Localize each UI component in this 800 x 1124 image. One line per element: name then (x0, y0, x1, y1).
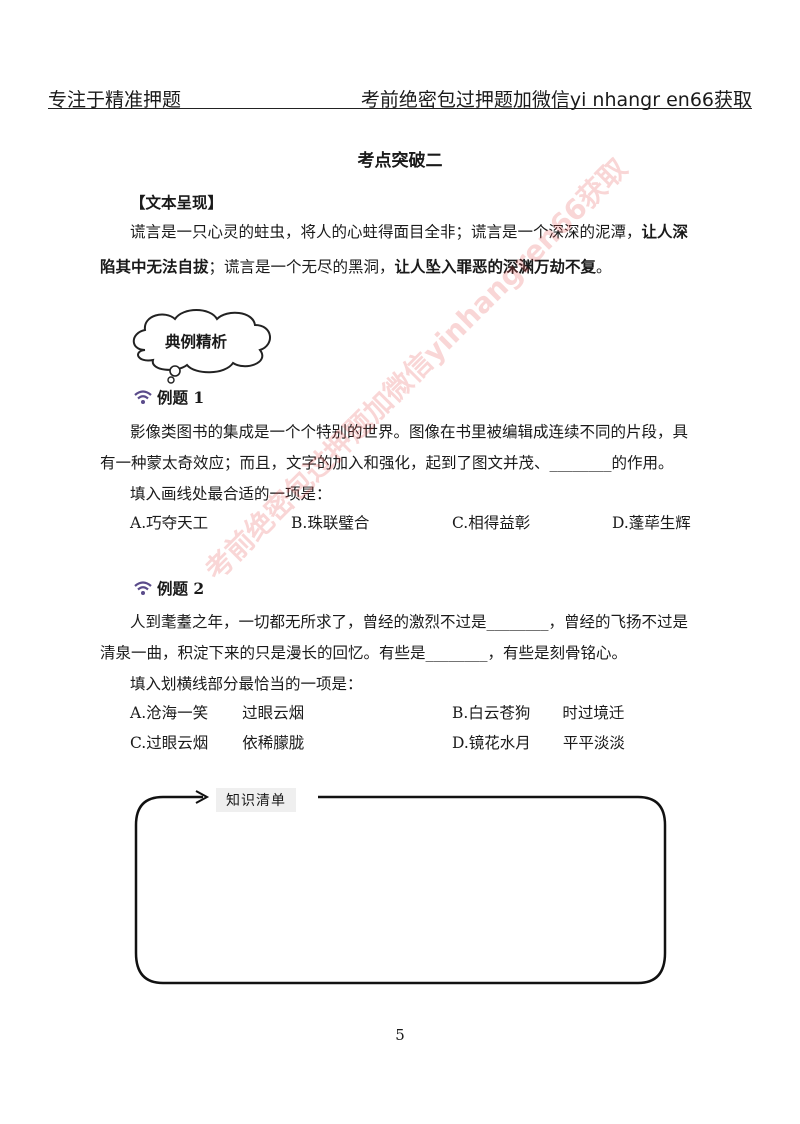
example-1-option-a: A.巧夺天工 (130, 514, 209, 532)
page-number: 5 (395, 1026, 405, 1044)
text-line-2: 陷其中无法自拔；谎言是一个无尽的黑洞，让人坠入罪恶的深渊万劫不复。 (100, 257, 612, 276)
cloud-icon (132, 309, 271, 384)
example-2-option-b: B.白云苍狗时过境迁 (452, 704, 625, 722)
example-1-heading: 例题 1 (133, 386, 204, 408)
section-label: 【文本呈现】 (130, 193, 224, 212)
header-rule (48, 108, 752, 109)
example-1-option-b: B.珠联璧合 (291, 514, 370, 532)
example-2-prompt: 填入划横线部分最恰当的一项是： (130, 675, 363, 693)
page-title: 考点突破二 (357, 151, 443, 171)
example-1-line-1: 影像类图书的集成是一个个特别的世界。图像在书里被编辑成连续不同的片段，具 (130, 423, 689, 441)
example-2-heading: 例题 2 (133, 577, 204, 599)
wifi-icon (134, 390, 152, 404)
example-1-prompt: 填入画线处最合适的一项是： (130, 485, 332, 503)
knowledge-box (134, 790, 667, 985)
example-1-line-2: 有一种蒙太奇效应；而且，文字的加入和强化，起到了图文并茂、________的作用… (100, 454, 674, 472)
example-2-option-a: A.沧海一笑过眼云烟 (130, 704, 305, 722)
example-2-line-1: 人到耄耋之年，一切都无所求了，曾经的激烈不过是________，曾经的飞扬不过是 (130, 613, 689, 631)
header-left-text: 专注于精准押题 (48, 89, 182, 111)
wifi-icon (134, 581, 152, 595)
example-2-option-c: C.过眼云烟依稀朦胧 (130, 734, 305, 752)
example-2-line-2: 清泉一曲，积淀下来的只是漫长的回忆。有些是________，有些是刻骨铭心。 (100, 644, 628, 662)
knowledge-title: 知识清单 (216, 788, 296, 812)
header-right-text: 考前绝密包过押题加微信yi nhangr en66获取 (360, 89, 752, 111)
text-line-1: 谎言是一只心灵的蛀虫，将人的心蛀得面目全非；谎言是一个深深的泥潭，让人深 (130, 222, 689, 241)
cloud-label: 典例精析 (165, 332, 228, 351)
example-2-option-d: D.镜花水月平平淡淡 (452, 734, 625, 752)
example-1-option-c: C.相得益彰 (452, 514, 531, 532)
example-1-option-d: D.蓬荜生辉 (612, 514, 691, 532)
